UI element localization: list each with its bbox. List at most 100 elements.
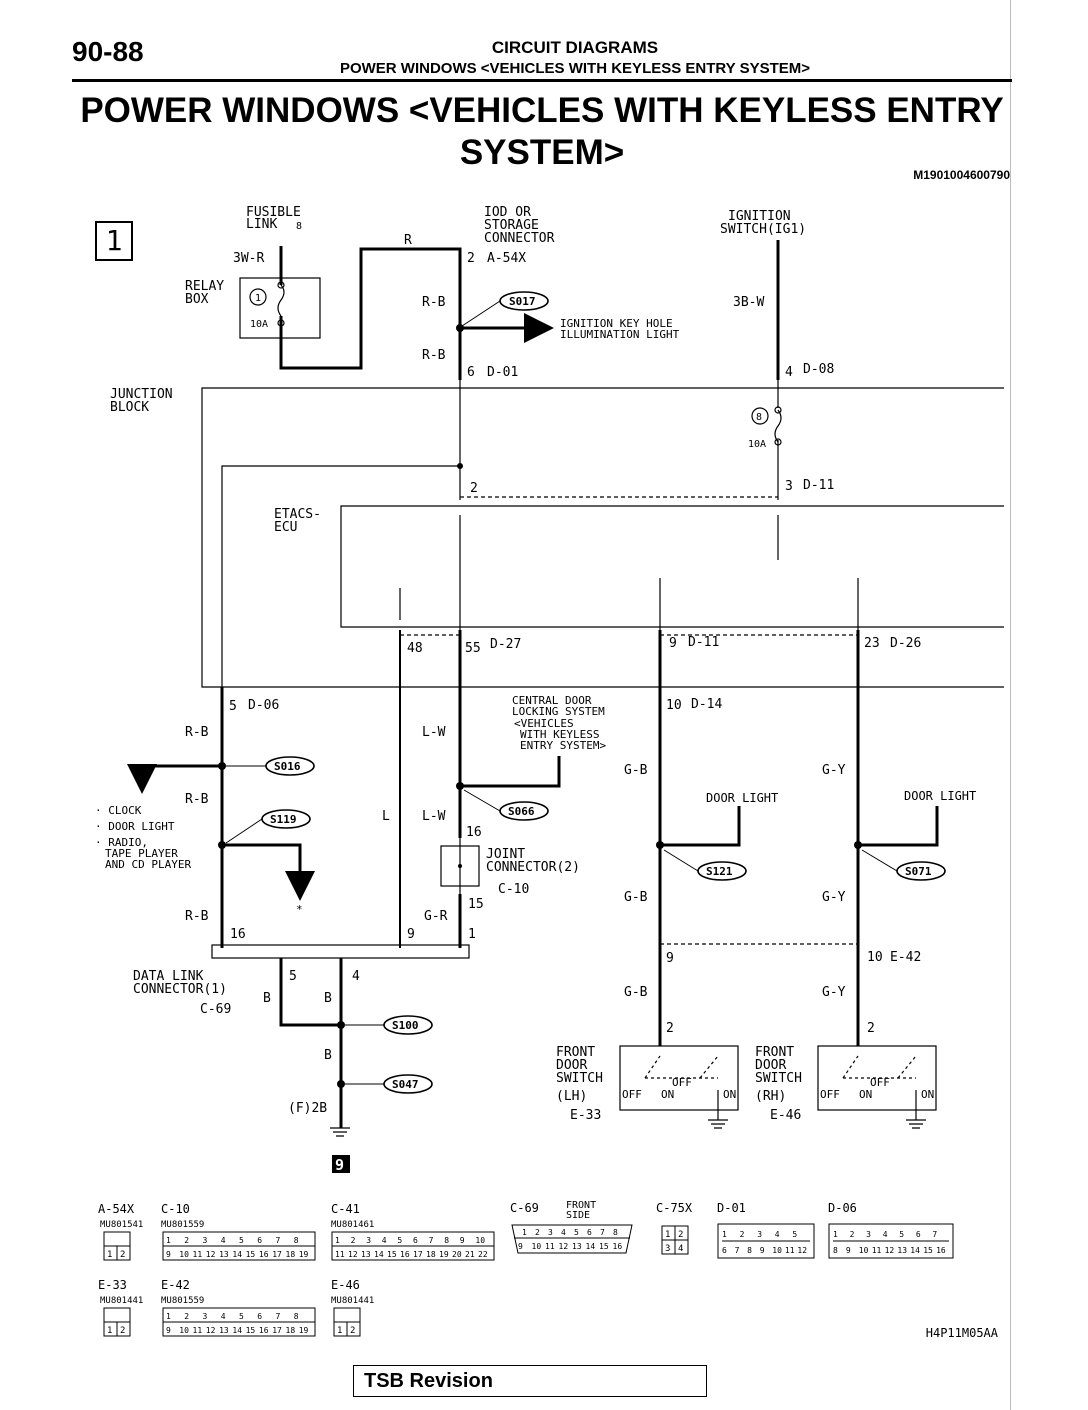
conn-e42-pin-bottom-0: 9 xyxy=(166,1326,171,1335)
conn-d06-pin-top-3: 4 xyxy=(883,1230,888,1239)
conn-c10-pin-bottom-7: 16 xyxy=(259,1250,269,1259)
ground-symbol xyxy=(330,1127,350,1137)
conn-e42-pin-bottom-1: 10 xyxy=(179,1326,189,1335)
front-rh-label-3: SWITCH xyxy=(755,1071,802,1086)
conn-e42-pin-bottom-4: 13 xyxy=(219,1326,229,1335)
conn-c75x-name: C-75X xyxy=(656,1201,693,1215)
conn-c10-pin-bottom-5: 14 xyxy=(232,1250,242,1259)
front-door-switch-lh-box xyxy=(619,1045,739,1111)
conn-e42-pin-top-6: 7 xyxy=(276,1312,281,1321)
conn-c41-pin-bottom-0: 11 xyxy=(335,1250,345,1259)
conn-c10-pin-top-2: 3 xyxy=(203,1236,208,1245)
dl-pin-5: 5 xyxy=(289,969,297,984)
connector-face-d06 xyxy=(828,1223,954,1259)
wire-label-gy-2: G-Y xyxy=(822,890,846,905)
central-label-3: <VEHICLES xyxy=(514,717,574,730)
wire-label-b3: B xyxy=(324,1048,332,1063)
conn-e42-pin-top-2: 3 xyxy=(203,1312,208,1321)
conn-c10-pin-top-3: 4 xyxy=(221,1236,226,1245)
wire-label-b2: B xyxy=(324,991,332,1006)
conn-c10-pin-top-1: 2 xyxy=(184,1236,189,1245)
ground-number-box xyxy=(332,1155,350,1173)
conn-e42-pin-bottom-5: 14 xyxy=(232,1326,242,1335)
conn-e42-pin-bottom-7: 16 xyxy=(259,1326,269,1335)
fusible-link-num: 8 xyxy=(296,221,302,232)
conn-c10-pin-bottom-4: 13 xyxy=(219,1250,229,1259)
conn-e42-pin-top-3: 4 xyxy=(221,1312,226,1321)
conn-c69-pin-bottom-4: 13 xyxy=(572,1242,582,1251)
on-label-1: ON xyxy=(661,1088,674,1101)
conn-e42-pin-top-0: 1 xyxy=(166,1312,171,1321)
conn-c69-pin-top-6: 7 xyxy=(600,1228,605,1237)
joint-connector-label-2: CONNECTOR(2) xyxy=(486,860,580,875)
wire-label-gb-2: G-B xyxy=(624,890,648,905)
diagram-number: 1 xyxy=(95,221,133,261)
ground-number: 9 xyxy=(335,1156,344,1174)
d01-pin: 6 xyxy=(467,365,475,380)
conn-e33-part: MU801441 xyxy=(100,1296,143,1306)
conn-d06-pin-bottom-7: 15 xyxy=(923,1246,933,1255)
connector-face-e42 xyxy=(162,1307,316,1337)
conn-a54x-pin1: 1 xyxy=(107,1250,112,1260)
conn-c10-pin-top-5: 6 xyxy=(257,1236,262,1245)
page-title-line1: POWER WINDOWS <VEHICLES WITH KEYLESS ENT… xyxy=(80,91,1004,130)
connector-face-c10 xyxy=(162,1231,316,1261)
pin-55: 55 xyxy=(465,641,481,656)
wire-label-gy-1: G-Y xyxy=(822,763,846,778)
fuse8-num: 8 xyxy=(756,412,762,423)
connector-face-d01 xyxy=(717,1223,815,1259)
conn-c41-pin-bottom-10: 21 xyxy=(465,1250,475,1259)
conn-d06-pin-top-1: 2 xyxy=(850,1230,855,1239)
conn-c41-pin-bottom-5: 16 xyxy=(400,1250,410,1259)
conn-d01-pin-bottom-2: 8 xyxy=(747,1246,752,1255)
conn-c69-pin-bottom-2: 11 xyxy=(545,1242,555,1251)
conn-d01-pin-bottom-6: 12 xyxy=(797,1246,807,1255)
wire-label-rb-2: R-B xyxy=(422,348,446,363)
conn-c41-pin-bottom-7: 18 xyxy=(426,1250,436,1259)
conn-c41-pin-bottom-11: 22 xyxy=(478,1250,488,1259)
lh-pin-9: 9 xyxy=(666,951,674,966)
conn-c69-pin-top-2: 3 xyxy=(548,1228,553,1237)
conn-d06-pin-bottom-0: 8 xyxy=(833,1246,838,1255)
off-label-4: OFF xyxy=(820,1088,840,1101)
front-lh-label-4: (LH) xyxy=(556,1089,587,1104)
d27-connector: D-27 xyxy=(490,637,521,652)
d06-pin: 5 xyxy=(229,699,237,714)
conn-d06-pin-bottom-4: 12 xyxy=(885,1246,895,1255)
wire-fusible-to-iod xyxy=(279,246,462,380)
conn-e42-pin-bottom-6: 15 xyxy=(246,1326,256,1335)
conn-c69-pin-top-5: 6 xyxy=(587,1228,592,1237)
connector-face-e46 xyxy=(333,1307,361,1337)
wire-label-rb-5: R-B xyxy=(185,909,209,924)
splice-s066-label: S066 xyxy=(508,805,535,818)
conn-c69-pin-top-4: 5 xyxy=(574,1228,579,1237)
data-link-label-2: CONNECTOR(1) xyxy=(133,982,227,997)
lh-pin-2: 2 xyxy=(666,1021,674,1036)
connector-face-c41 xyxy=(331,1231,495,1261)
data-link-connector-bar xyxy=(211,944,470,959)
c69-connector: C-69 xyxy=(200,1002,231,1017)
figure-code: H4P11M05AA xyxy=(925,1326,998,1340)
loads-label-4: TAPE PLAYER xyxy=(105,847,178,860)
d08-connector: D-08 xyxy=(803,362,834,377)
loads-label-2: · DOOR LIGHT xyxy=(95,820,175,833)
iod-label-2: STORAGE xyxy=(484,218,539,233)
conn-c41-pin-top-0: 1 xyxy=(335,1236,340,1245)
page-title: POWER WINDOWS <VEHICLES WITH KEYLESS ENT… xyxy=(60,90,1024,174)
conn-c10-pin-bottom-2: 11 xyxy=(193,1250,203,1259)
conn-d01-pin-bottom-1: 7 xyxy=(735,1246,740,1255)
jc-pin-15: 15 xyxy=(468,897,484,912)
conn-e33-pin1: 1 xyxy=(107,1326,112,1336)
conn-c10-name: C-10 xyxy=(161,1202,190,1216)
conn-e42-pin-bottom-9: 18 xyxy=(286,1326,296,1335)
conn-c10-part: MU801559 xyxy=(161,1220,204,1230)
conn-c10-pin-bottom-8: 17 xyxy=(272,1250,282,1259)
conn-e33-name: E-33 xyxy=(98,1278,127,1292)
conn-e42-pin-bottom-10: 19 xyxy=(299,1326,309,1335)
conn-c69-pin-bottom-1: 10 xyxy=(532,1242,542,1251)
conn-c41-pin-bottom-2: 13 xyxy=(361,1250,371,1259)
fuse-1-icon xyxy=(277,284,285,317)
wire-label-rb-4: R-B xyxy=(185,792,209,807)
wire-label-gb-3: G-B xyxy=(624,985,648,1000)
jb-pin-2: 2 xyxy=(470,481,478,496)
